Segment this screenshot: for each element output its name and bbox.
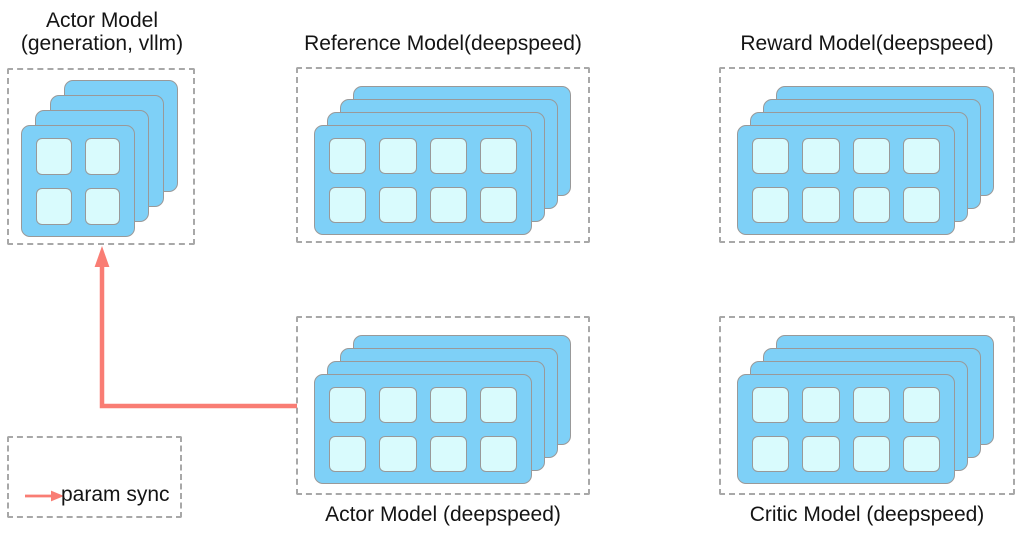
legend-box: param sync — [7, 436, 182, 518]
gpu-cell — [329, 187, 367, 223]
gpu-cell — [802, 436, 840, 472]
reference-model-title: Reference Model(deepspeed) — [304, 32, 582, 55]
reference-model-box — [296, 67, 590, 243]
gpu-cell — [802, 138, 840, 174]
gpu-cell — [84, 138, 120, 175]
gpu-cell-grid — [22, 126, 134, 236]
gpu-cell — [902, 187, 940, 223]
gpu-cell — [379, 387, 417, 423]
gpu-cell — [379, 187, 417, 223]
gpu-cell — [802, 387, 840, 423]
gpu-cell — [329, 138, 367, 174]
gpu-cell — [479, 138, 517, 174]
gpu-cell — [902, 387, 940, 423]
gpu-cell — [36, 188, 72, 225]
gpu-cell — [902, 138, 940, 174]
gpu-cell — [852, 387, 890, 423]
gpu-stack — [298, 318, 588, 493]
critic-model-box — [719, 316, 1015, 495]
gpu-card — [21, 125, 135, 237]
gpu-cell — [36, 138, 72, 175]
gpu-stack — [721, 318, 1013, 493]
gpu-cell — [479, 187, 517, 223]
reward-model-title: Reward Model(deepspeed) — [740, 32, 994, 55]
gpu-card — [314, 125, 532, 235]
gpu-cell — [84, 188, 120, 225]
legend-label: param sync — [61, 483, 170, 506]
gpu-card — [737, 125, 955, 235]
gpu-cell-grid — [738, 375, 954, 483]
gpu-cell — [379, 138, 417, 174]
gpu-cell — [802, 187, 840, 223]
gpu-card — [737, 374, 955, 484]
gpu-cell — [852, 138, 890, 174]
actor-vllm-title-line2: (generation, vllm) — [20, 32, 184, 55]
critic-model-title: Critic Model (deepspeed) — [749, 503, 985, 526]
actor-deepspeed-title: Actor Model (deepspeed) — [325, 503, 561, 526]
actor-vllm-box — [7, 68, 195, 245]
gpu-cell — [752, 436, 790, 472]
gpu-cell — [479, 387, 517, 423]
gpu-stack — [9, 70, 193, 243]
gpu-cell — [752, 138, 790, 174]
gpu-cell — [429, 387, 467, 423]
gpu-cell — [429, 436, 467, 472]
actor-vllm-title-line1: Actor Model — [45, 9, 159, 32]
gpu-cell — [429, 138, 467, 174]
reward-model-box — [719, 67, 1015, 243]
gpu-cell — [429, 187, 467, 223]
gpu-cell — [902, 436, 940, 472]
gpu-cell — [329, 387, 367, 423]
gpu-cell — [752, 187, 790, 223]
actor-deepspeed-box — [296, 316, 590, 495]
gpu-cell — [479, 436, 517, 472]
gpu-cell — [752, 387, 790, 423]
gpu-stack — [721, 69, 1013, 241]
gpu-cell-grid — [315, 375, 531, 483]
param-sync-arrow-icon — [25, 490, 64, 502]
actor-vllm-title: Actor Model (generation, vllm) — [2, 9, 202, 55]
gpu-cell-grid — [315, 126, 531, 234]
gpu-card — [314, 374, 532, 484]
gpu-cell — [379, 436, 417, 472]
gpu-cell — [852, 436, 890, 472]
gpu-stack — [298, 69, 588, 241]
gpu-cell — [852, 187, 890, 223]
gpu-cell — [329, 436, 367, 472]
gpu-cell-grid — [738, 126, 954, 234]
